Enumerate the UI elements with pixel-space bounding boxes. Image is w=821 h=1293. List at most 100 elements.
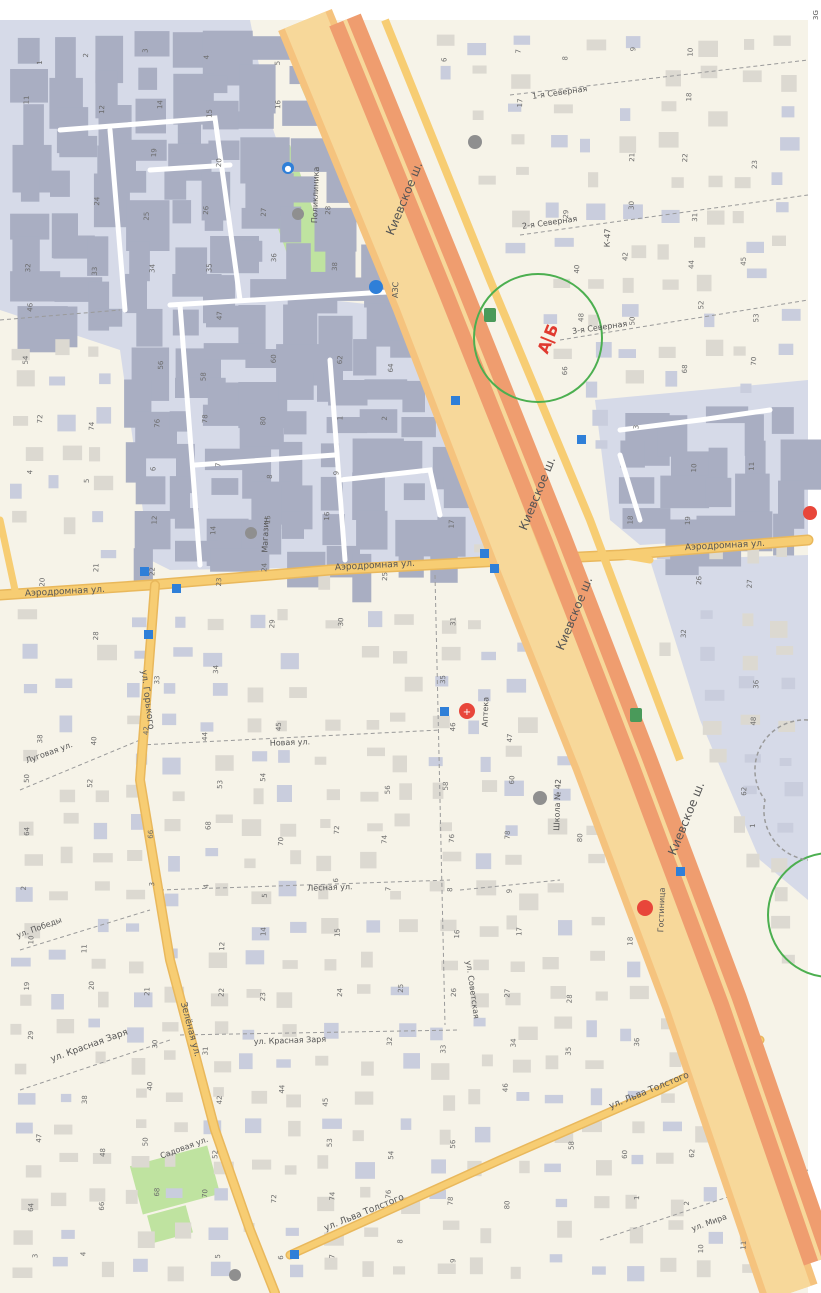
minor-road-north-3 (147, 162, 233, 173)
house-number: 78 (447, 1196, 455, 1205)
building-183 (359, 409, 398, 433)
bus-stop-9[interactable] (144, 630, 153, 639)
building-471 (512, 1059, 531, 1073)
building-61 (50, 170, 70, 197)
building-566 (469, 1257, 483, 1275)
building-497 (322, 1118, 342, 1129)
dashed-path-5 (0, 309, 121, 321)
building-398 (126, 923, 140, 932)
house-number: 20 (88, 981, 96, 990)
building-156 (705, 339, 724, 356)
building-122 (622, 277, 634, 293)
bus-stop-6[interactable] (577, 435, 586, 444)
dashed-path-10 (19, 909, 151, 951)
building-417 (282, 960, 298, 969)
house-number: 48 (577, 313, 585, 322)
building-184 (401, 417, 436, 438)
house-number: 45 (275, 722, 283, 731)
building-190 (771, 407, 794, 434)
building-434 (276, 992, 293, 1008)
building-315 (740, 714, 761, 725)
house-number: 58 (442, 781, 450, 790)
search-radius-circle-1[interactable] (473, 273, 603, 403)
bus-stop-2[interactable] (172, 584, 181, 593)
building-379 (746, 853, 760, 868)
building-509 (92, 1153, 112, 1164)
building-35 (202, 100, 239, 130)
building-295 (404, 676, 423, 692)
bus-stop-10[interactable] (290, 1250, 299, 1259)
building-307 (276, 720, 287, 732)
building-482 (354, 1091, 374, 1105)
poi-blue-north[interactable]: ● (282, 162, 294, 174)
building-396 (24, 923, 41, 939)
bus-stop-4[interactable] (490, 564, 499, 573)
building-287 (776, 646, 794, 655)
building-175 (57, 414, 76, 432)
building-160 (49, 376, 66, 386)
bus-stop-1[interactable] (140, 567, 149, 576)
building-91 (732, 211, 744, 224)
building-453 (473, 1017, 486, 1027)
building-527 (125, 1189, 138, 1204)
poi-red-east[interactable] (803, 506, 817, 520)
building-309 (366, 720, 380, 730)
house-number: 76 (153, 418, 161, 428)
building-157 (733, 346, 746, 356)
poi-gray-school[interactable] (533, 791, 547, 805)
house-number: 18 (626, 937, 634, 946)
poi-markers[interactable]: ● + (140, 135, 817, 1281)
building-424 (590, 950, 605, 961)
building-323 (314, 756, 327, 765)
building-221 (618, 477, 655, 504)
building-299 (704, 689, 725, 701)
km-marker-1[interactable] (484, 308, 496, 322)
bus-stop-3[interactable] (480, 549, 489, 558)
poi-gray-south[interactable] (229, 1269, 241, 1281)
highway-edge-line (284, 11, 811, 1293)
poi-gray-north[interactable] (468, 135, 482, 149)
building-436 (390, 986, 409, 996)
building-87 (586, 203, 606, 220)
building-8 (467, 43, 487, 56)
label-gas: АЗС (391, 281, 401, 298)
building-253 (474, 544, 487, 553)
house-number: 53 (216, 780, 224, 789)
house-number: 40 (146, 1082, 154, 1091)
building-108 (746, 241, 764, 253)
poi-red-hotel[interactable] (637, 900, 653, 916)
building-481 (286, 1094, 301, 1108)
house-number: 14 (259, 927, 267, 937)
building-477 (136, 1088, 147, 1098)
dashed-path-3 (179, 1029, 461, 1036)
house-number: 3 (632, 425, 640, 430)
house-number: 16 (453, 929, 461, 939)
house-number: 7 (384, 887, 392, 892)
building-211 (93, 475, 114, 491)
poi-gray-market[interactable] (245, 527, 257, 539)
building-140 (781, 308, 801, 321)
building-305 (200, 722, 214, 732)
poi-red-pharmacy[interactable]: + (459, 703, 475, 719)
house-number: 2 (82, 53, 90, 58)
house-number: 7 (214, 462, 222, 467)
km-marker-2[interactable] (630, 708, 642, 722)
poi-gray-center[interactable] (292, 208, 304, 220)
house-number: 68 (204, 821, 212, 830)
house-number: 80 (259, 416, 267, 425)
search-radius-circle-2[interactable] (767, 852, 821, 978)
house-number: 4 (26, 469, 34, 474)
bus-stop-8[interactable] (676, 867, 685, 876)
building-322 (278, 750, 290, 763)
building-553 (708, 1231, 723, 1244)
bus-stop-5[interactable] (451, 396, 460, 405)
minor-road-mid-2 (177, 302, 203, 568)
dashed-path-11 (19, 1039, 171, 1091)
poi-blue-parking[interactable] (369, 280, 383, 294)
bus-stop-7[interactable] (440, 707, 449, 716)
building-74 (734, 177, 751, 189)
building-455 (554, 1016, 573, 1029)
building-381 (15, 887, 33, 902)
building-291 (163, 683, 176, 694)
